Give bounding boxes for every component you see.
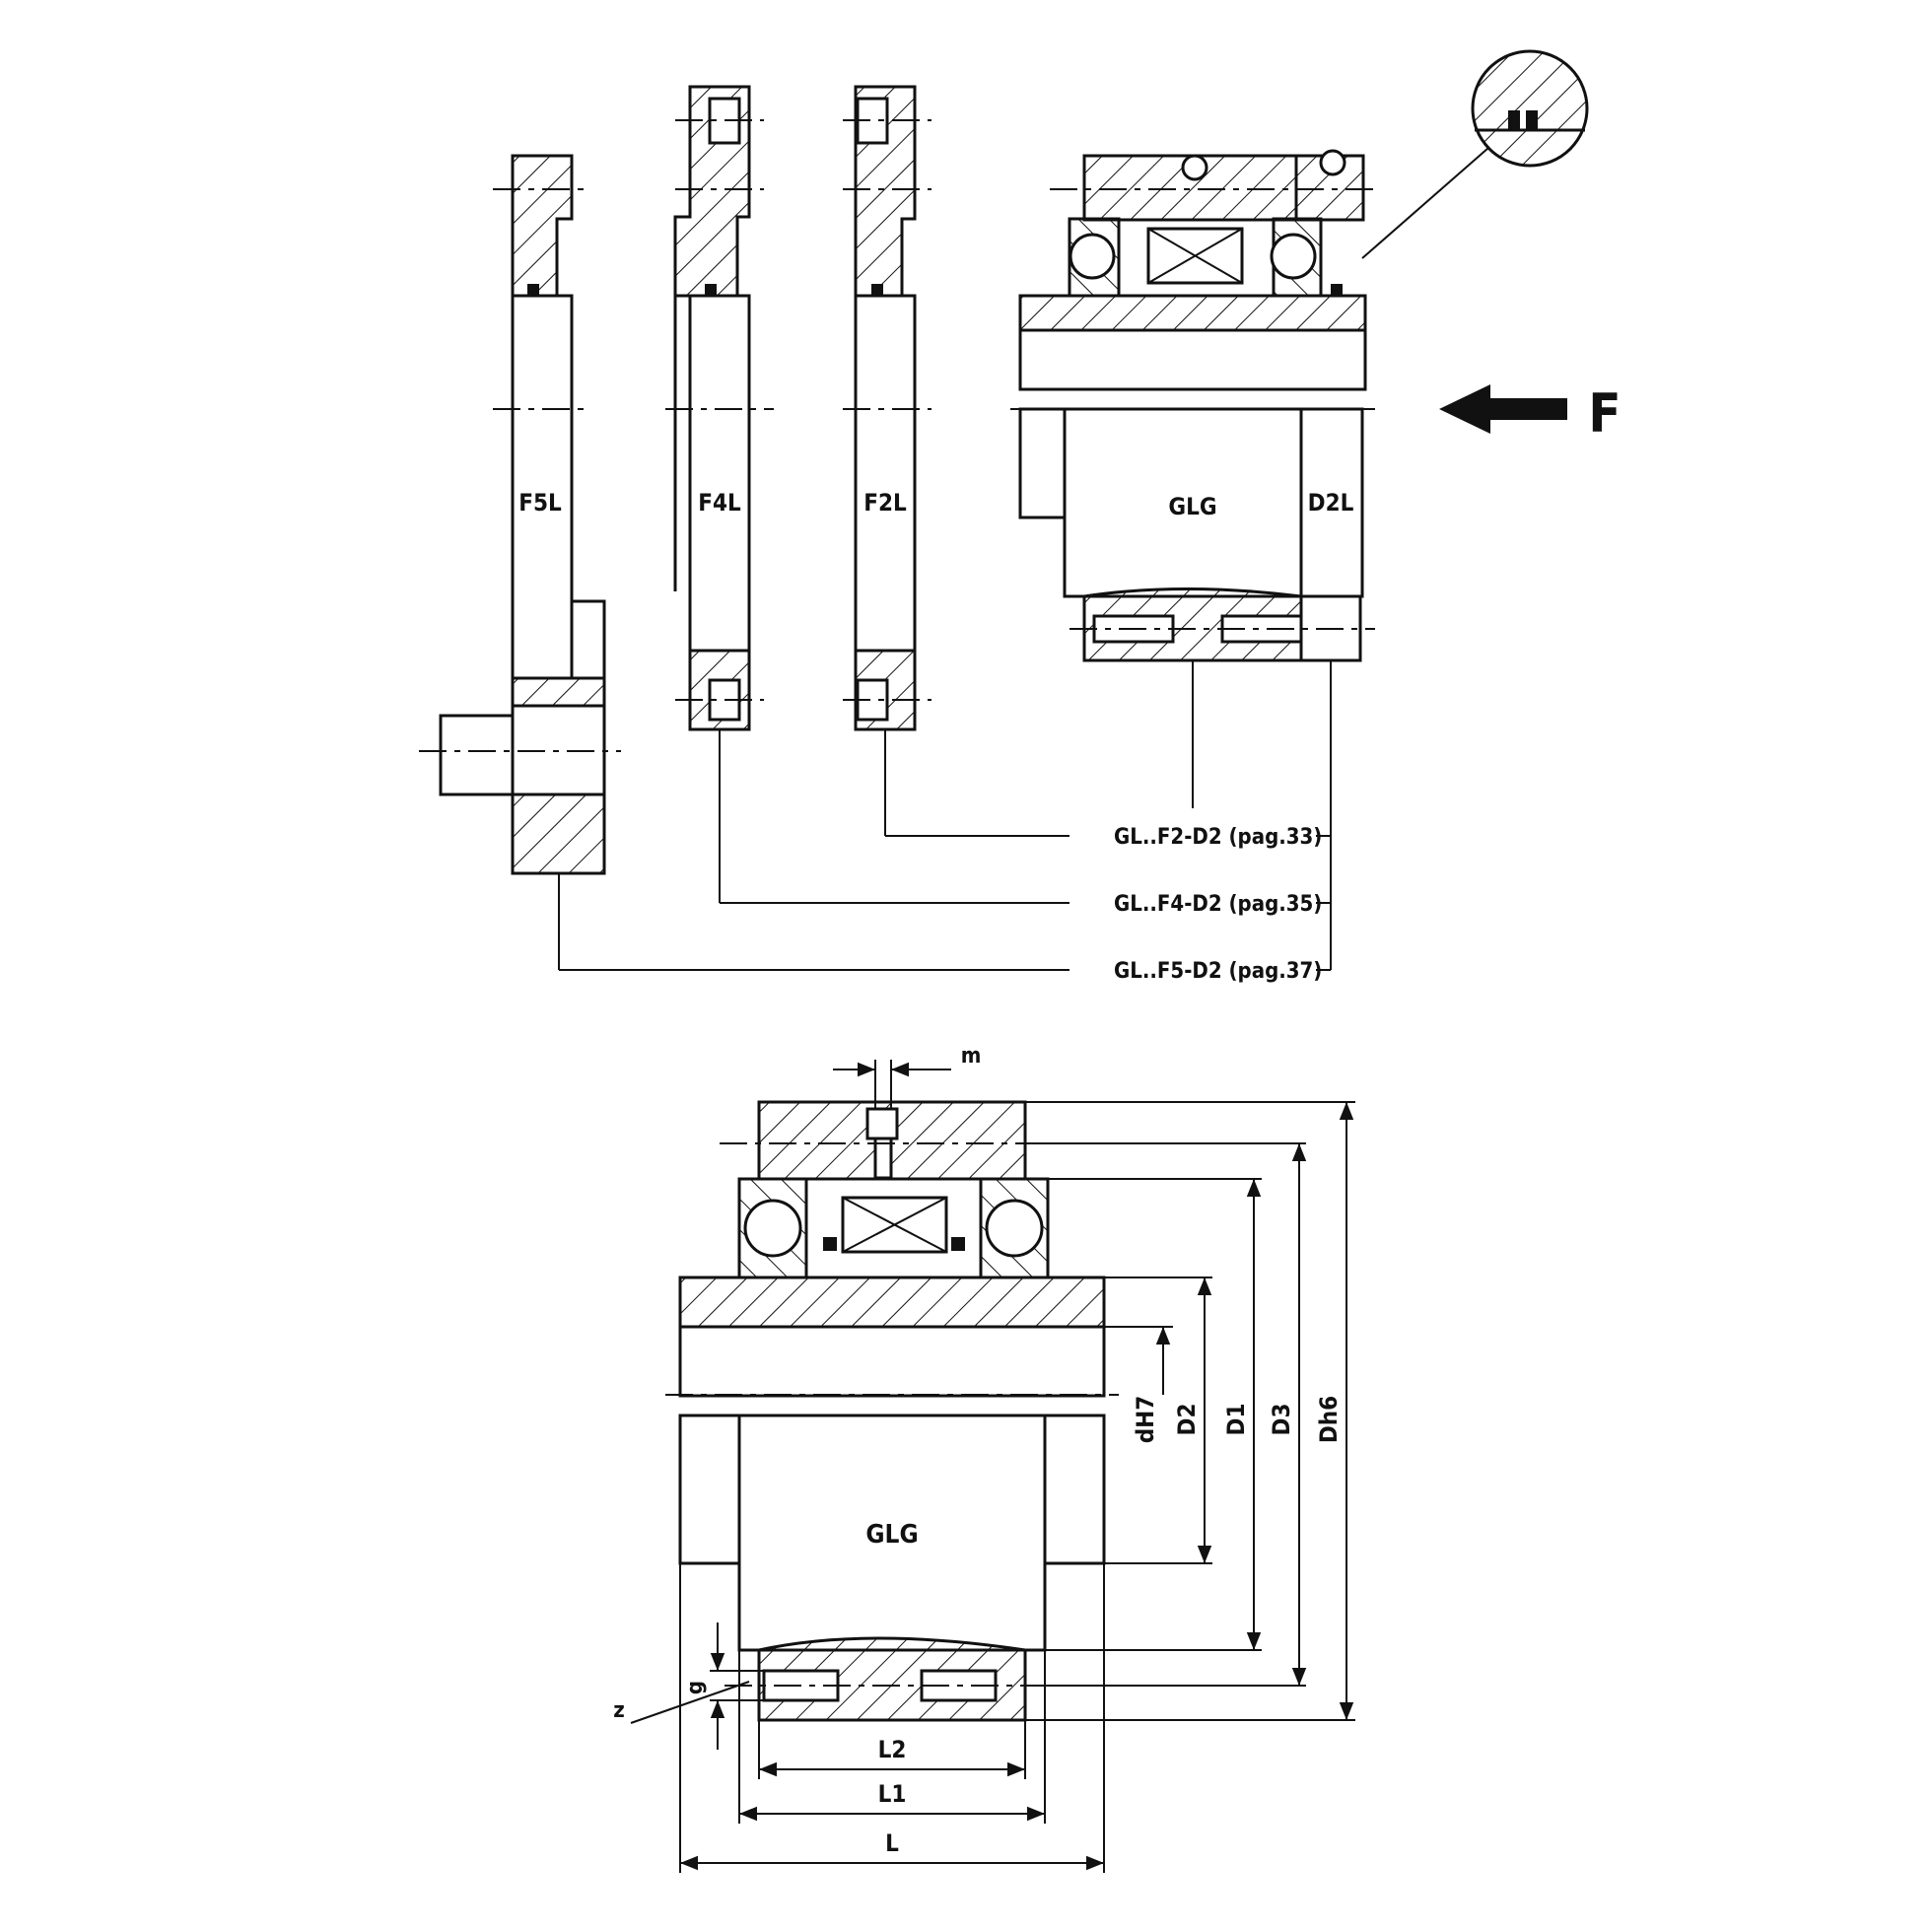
dim-Dh6: Dh6 xyxy=(1315,1396,1343,1443)
callout-f2: GL..F2-D2 (pag.33) xyxy=(1114,825,1322,850)
force-label: F xyxy=(1588,382,1621,445)
dim-L2: L2 xyxy=(878,1736,907,1763)
dim-dH7: dH7 xyxy=(1132,1396,1159,1444)
dim-D2: D2 xyxy=(1173,1404,1201,1436)
dim-D3: D3 xyxy=(1268,1404,1295,1436)
dim-g-group: g z xyxy=(613,1622,764,1750)
diameter-dimensions: dH7 D2 D1 D3 Dh6 xyxy=(1025,1101,1355,1721)
label-f2l: F2L xyxy=(863,489,907,517)
dim-m-group: m xyxy=(833,1044,981,1109)
force-arrow: F xyxy=(1439,382,1622,445)
callout-f4: GL..F4-D2 (pag.35) xyxy=(1114,892,1322,917)
glg-unit-top: GLG D2L xyxy=(1010,149,1375,971)
label-f5l: F5L xyxy=(518,489,562,517)
label-f4l: F4L xyxy=(698,489,741,517)
exploded-view: F5L F4L xyxy=(419,49,1622,984)
dim-g: g xyxy=(683,1681,708,1694)
label-d2l: D2L xyxy=(1308,489,1354,517)
section-view: GLG dH7 D2 D1 D3 Dh6 xyxy=(613,1044,1355,1873)
section-body-label: GLG xyxy=(865,1520,918,1550)
dim-z: z xyxy=(613,1698,625,1723)
dim-m: m xyxy=(961,1044,982,1069)
detail-view xyxy=(1361,49,1589,259)
dim-L: L xyxy=(885,1829,899,1857)
dim-L1: L1 xyxy=(878,1780,907,1808)
flange-f2l: F2L xyxy=(843,85,1070,837)
length-dimensions: L2 L1 L xyxy=(679,1563,1105,1873)
flange-f4l: F4L xyxy=(665,85,1070,904)
flange-f5l: F5L xyxy=(419,154,1070,971)
label-glg-top: GLG xyxy=(1168,493,1216,520)
dim-D1: D1 xyxy=(1222,1404,1250,1436)
callout-f5: GL..F5-D2 (pag.37) xyxy=(1114,959,1322,984)
